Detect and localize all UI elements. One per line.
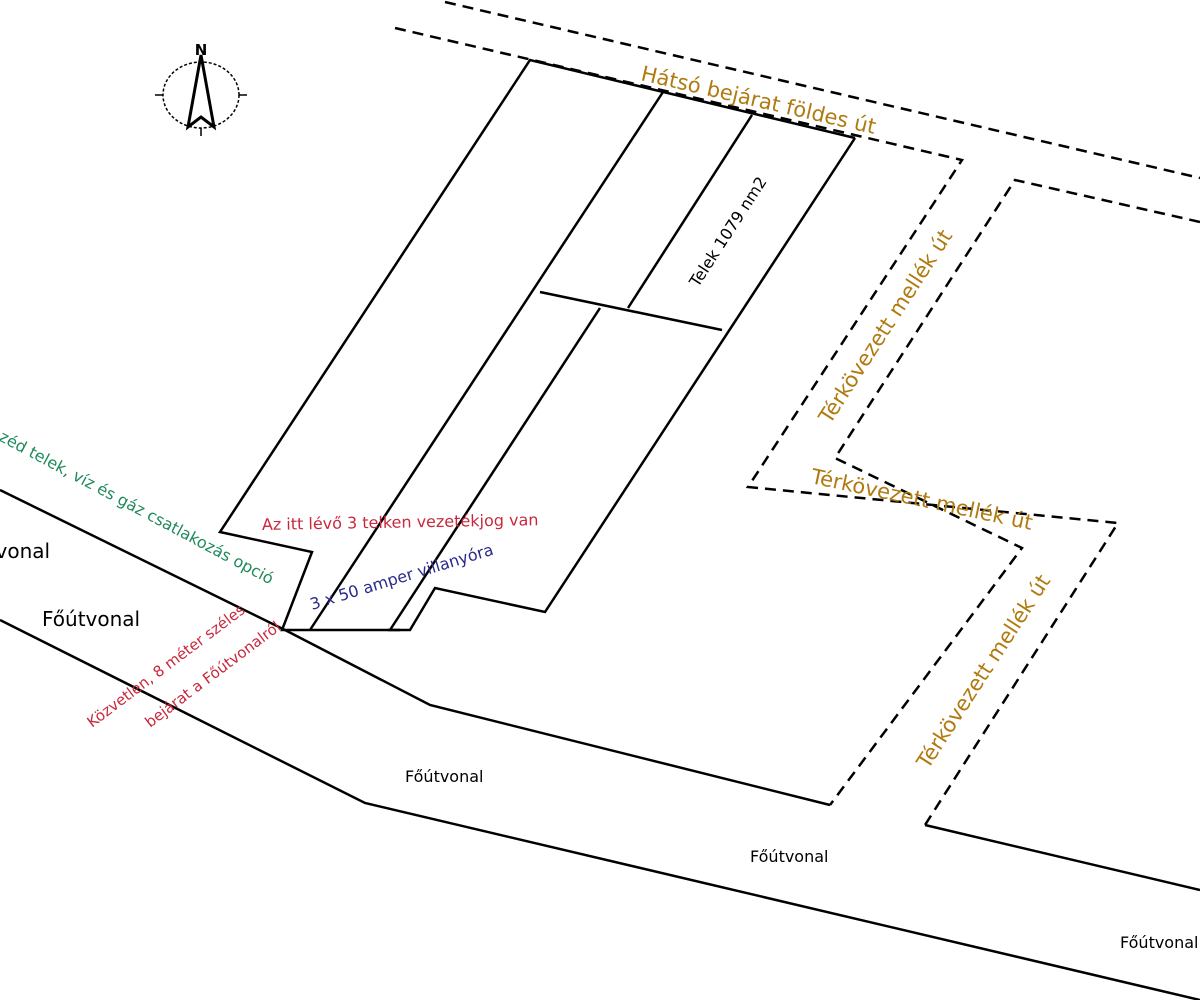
- main-road-label-3: Főútvonal: [405, 767, 483, 786]
- back-dirt-road-outer-edge: [444, 0, 1200, 180]
- paved-side-road-edge: [828, 178, 1200, 806]
- main-road-upper-edge: [0, 488, 831, 807]
- main-road-label-5: Főútvonal: [1120, 933, 1198, 952]
- main-road-right-edge: [924, 823, 1200, 892]
- main-road-lower-edge: [0, 618, 1200, 1000]
- main-road-label-1: Főútvonal: [0, 539, 50, 563]
- parcels: [217, 58, 857, 632]
- plot-area-label: Telek 1079 nm2: [685, 173, 771, 291]
- north-arrow-compass-icon: N: [155, 41, 247, 136]
- paved-side-road-label-1: Térkövezett mellék út: [814, 225, 958, 428]
- paved-side-road-label-2: Térkövezett mellék út: [808, 464, 1035, 535]
- back-dirt-road-edge: [394, 26, 1121, 826]
- back-entrance-label: Hátsó bejárat földes út: [639, 61, 878, 138]
- main-road-label-4: Főútvonal: [750, 847, 828, 866]
- electric-meter-note: 3 x 50 amper villanyóra: [308, 540, 496, 614]
- north-label: N: [195, 41, 208, 59]
- main-road-label-2: Főútvonal: [42, 607, 140, 631]
- easement-note: Az itt lévő 3 telken vezetékjog van: [262, 510, 539, 534]
